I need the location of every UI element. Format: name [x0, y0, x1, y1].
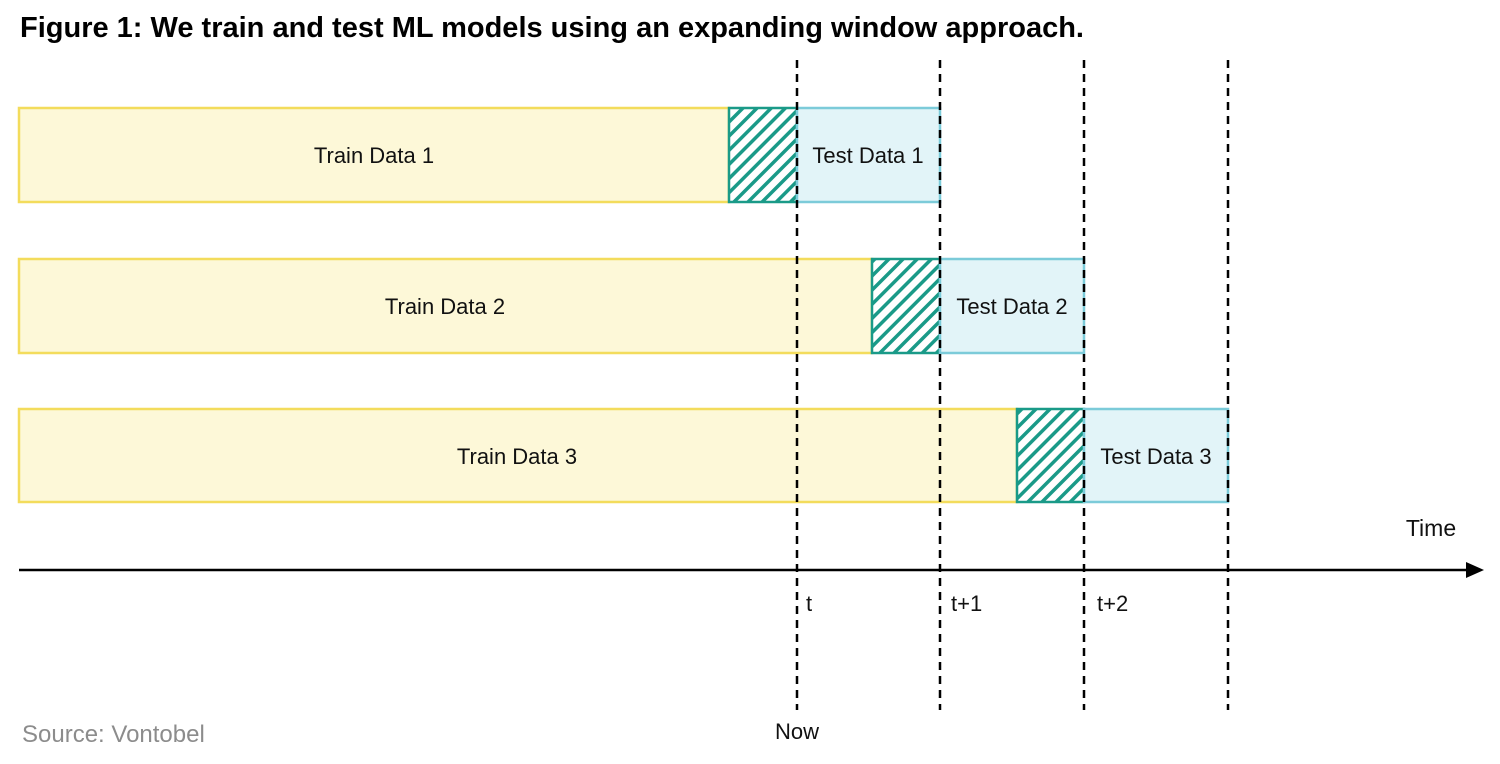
test-label-3: Test Data 3 — [1100, 444, 1211, 469]
train-bar-3 — [17, 407, 1019, 504]
train-label-2: Train Data 2 — [385, 294, 505, 319]
figure-title: Figure 1: We train and test ML models us… — [20, 12, 1084, 44]
test-label-2: Test Data 2 — [956, 294, 1067, 319]
now-label: Now — [775, 719, 819, 744]
train-label-3: Train Data 3 — [457, 444, 577, 469]
gap-block-1 — [727, 106, 799, 204]
train-label-1: Train Data 1 — [314, 143, 434, 168]
tick-label-t2: t+2 — [1097, 591, 1128, 616]
gap-block-3 — [1015, 407, 1086, 504]
test-bar-3 — [1082, 407, 1230, 504]
source-note: Source: Vontobel — [22, 721, 205, 748]
test-bar-2 — [938, 257, 1086, 355]
tick-label-t: t — [806, 591, 812, 616]
time-axis-label: Time — [1406, 515, 1456, 541]
train-bar-2 — [17, 257, 874, 355]
tick-label-t1: t+1 — [951, 591, 982, 616]
train-bar-1 — [17, 106, 731, 204]
test-label-1: Test Data 1 — [812, 143, 923, 168]
time-axis-arrowhead — [1466, 562, 1484, 578]
test-bar-1 — [795, 106, 942, 204]
gap-block-2 — [870, 257, 942, 355]
